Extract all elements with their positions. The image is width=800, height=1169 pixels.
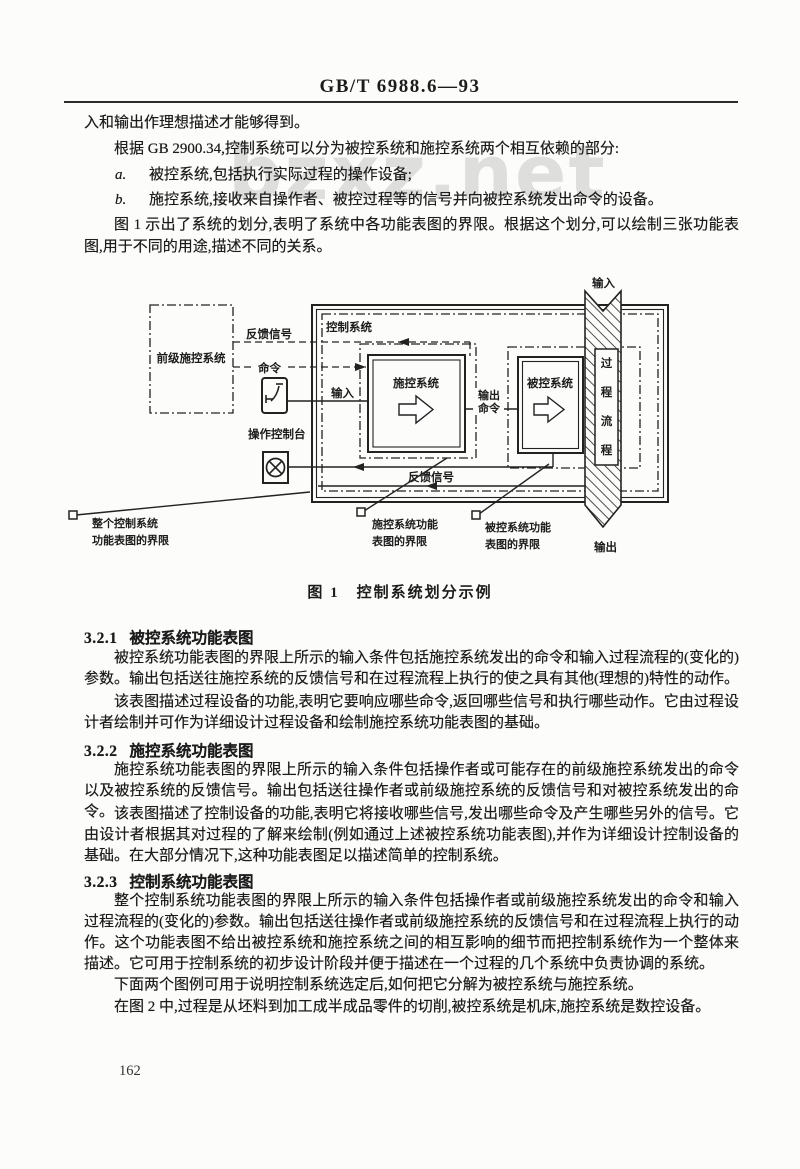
whole-system-boundary (321, 313, 659, 492)
leader-line (363, 457, 448, 512)
arrowhead-left (426, 482, 437, 490)
list-item-text: 施控系统,接收来自操作者、被控过程等的信号并向被控系统发出命令的设备。 (149, 192, 663, 208)
boundary-controlled-label-2: 表图的界限 (484, 537, 540, 551)
switch-box (261, 377, 288, 414)
section-number: 3.2.2 (84, 743, 118, 760)
controlled-boundary (507, 346, 641, 469)
list-item-b: b. 施控系统,接收来自操作者、被控过程等的信号并向被控系统发出命令的设备。 (84, 189, 739, 211)
section-heading: 3.2.1 被控系统功能表图 (84, 626, 254, 648)
figure-1-diagram: 前级施控系统 反馈信号 命令 操作控制台 控制系统 (68, 276, 669, 601)
section-number: 3.2.1 (84, 630, 118, 647)
boundary-whole-label-1: 整个控制系统 (91, 516, 158, 530)
indicator-lamp-icon (265, 457, 286, 478)
list-item-a: a. 被控系统,包括执行实际过程的操作设备; (84, 164, 739, 186)
standard-number-header: GB/T 6988.6—93 (319, 76, 481, 97)
feedback-top-label: 反馈信号 (246, 327, 292, 341)
figure-caption: 图 1 控制系统划分示例 (307, 583, 492, 601)
section-number: 3.2.3 (84, 874, 118, 891)
paragraph: 下面两个图例可用于说明控制系统选定后,如何把它分解为被控系统与施控系统。 (114, 977, 643, 993)
controlling-system-label: 施控系统 (393, 376, 439, 390)
paragraph: 在图 2 中,过程是从坯料到加工成半成品零件的切削,被控系统是机床,施控系统是数… (114, 999, 711, 1015)
arrowhead-left (398, 338, 409, 346)
section-heading: 3.2.2 施控系统功能表图 (84, 739, 254, 761)
arrowhead-left (353, 463, 364, 471)
list-item-text: 被控系统,包括执行实际过程的操作设备; (149, 167, 412, 183)
controlling-system-box (367, 354, 466, 453)
previous-system-box (149, 304, 234, 414)
feedback-bottom-label: 反馈信号 (408, 470, 454, 484)
page-number: 162 (119, 1063, 141, 1079)
label-mask (404, 469, 464, 484)
boundary-controlling-label-1: 施控系统功能 (372, 517, 438, 531)
leader-line (478, 463, 550, 515)
section-title: 被控系统功能表图 (129, 630, 254, 647)
controlling-system-box-inner (372, 359, 461, 448)
paragraph: 根据 GB 2900.34,控制系统可以分为被控系统和施控系统两个相互依赖的部分… (114, 141, 620, 157)
callout-marker (356, 507, 366, 517)
control-system-box (311, 304, 669, 503)
feedback-line (288, 453, 554, 468)
control-system-label: 控制系统 (326, 320, 372, 334)
controlled-system-label: 被控系统 (527, 376, 573, 390)
console-label: 操作控制台 (248, 427, 306, 441)
callout-marker (471, 510, 481, 520)
section-title: 施控系统功能表图 (129, 743, 254, 760)
switch-icon (265, 383, 283, 403)
header-rule (64, 101, 738, 103)
output-bottom-label: 输出 (594, 540, 617, 554)
list-marker: a. (115, 167, 127, 183)
boundary-controlling-label-2: 表图的界限 (371, 534, 427, 548)
paragraph: 施控系统功能表图的界限上所示的输入条件包括操作者或可能存在的前级施控系统发出的命… (84, 762, 739, 820)
process-flow-char-4: 程 (601, 443, 613, 457)
input-inner-label: 输入 (331, 386, 354, 400)
command-label: 命令 (257, 361, 281, 375)
paragraph: 该表图描述了控制设备的功能,表明它将接收哪些信号,发出哪些命令及产生哪些另外的信… (84, 806, 739, 864)
boundary-whole-label-2: 功能表图的界限 (92, 533, 169, 547)
section-title: 控制系统功能表图 (129, 874, 254, 891)
input-top-label: 输入 (592, 276, 615, 290)
controlled-system-box-inner (521, 360, 580, 450)
boundary-controlled-label-1: 被控系统功能 (485, 520, 551, 534)
site-watermark: bzxz.net (228, 128, 607, 217)
paragraph: 入和输出作理想描述才能够得到。 (84, 115, 310, 131)
control-system-box-inner (315, 308, 665, 499)
output-command-label-1: 输出 (478, 388, 500, 402)
process-flow-char-3: 流 (601, 414, 613, 428)
flow-arrow-icon (533, 395, 566, 424)
flow-arrow-icon (398, 394, 435, 425)
label-mask (473, 388, 504, 414)
leader-line (75, 491, 311, 516)
output-command-label-2: 命令 (477, 401, 501, 415)
list-marker: b. (115, 192, 127, 208)
callout-marker (68, 510, 78, 520)
label-mask (255, 361, 285, 374)
paragraph: 该表图描述过程设备的功能,表明它要响应哪些命令,返回哪些信号和执行哪些动作。它由… (84, 694, 739, 731)
paragraph: 被控系统功能表图的界限上所示的输入条件包括施控系统发出的命令和输入过程流程的(变… (84, 650, 739, 687)
process-flow-box (594, 348, 619, 466)
previous-system-label: 前级施控系统 (157, 351, 226, 365)
process-flow-char-1: 过 (601, 356, 613, 370)
process-flow-char-2: 程 (601, 385, 613, 399)
controlled-system-box (517, 356, 584, 454)
paragraph: 整个控制系统功能表图的界限上所示的输入条件包括操作者或前级施控系统发出的命令和输… (84, 893, 739, 972)
paragraph: 图 1 示出了系统的划分,表明了系统中各功能表图的界限。根据这个划分,可以绘制三… (84, 217, 739, 255)
section-heading: 3.2.3 控制系统功能表图 (84, 870, 254, 892)
